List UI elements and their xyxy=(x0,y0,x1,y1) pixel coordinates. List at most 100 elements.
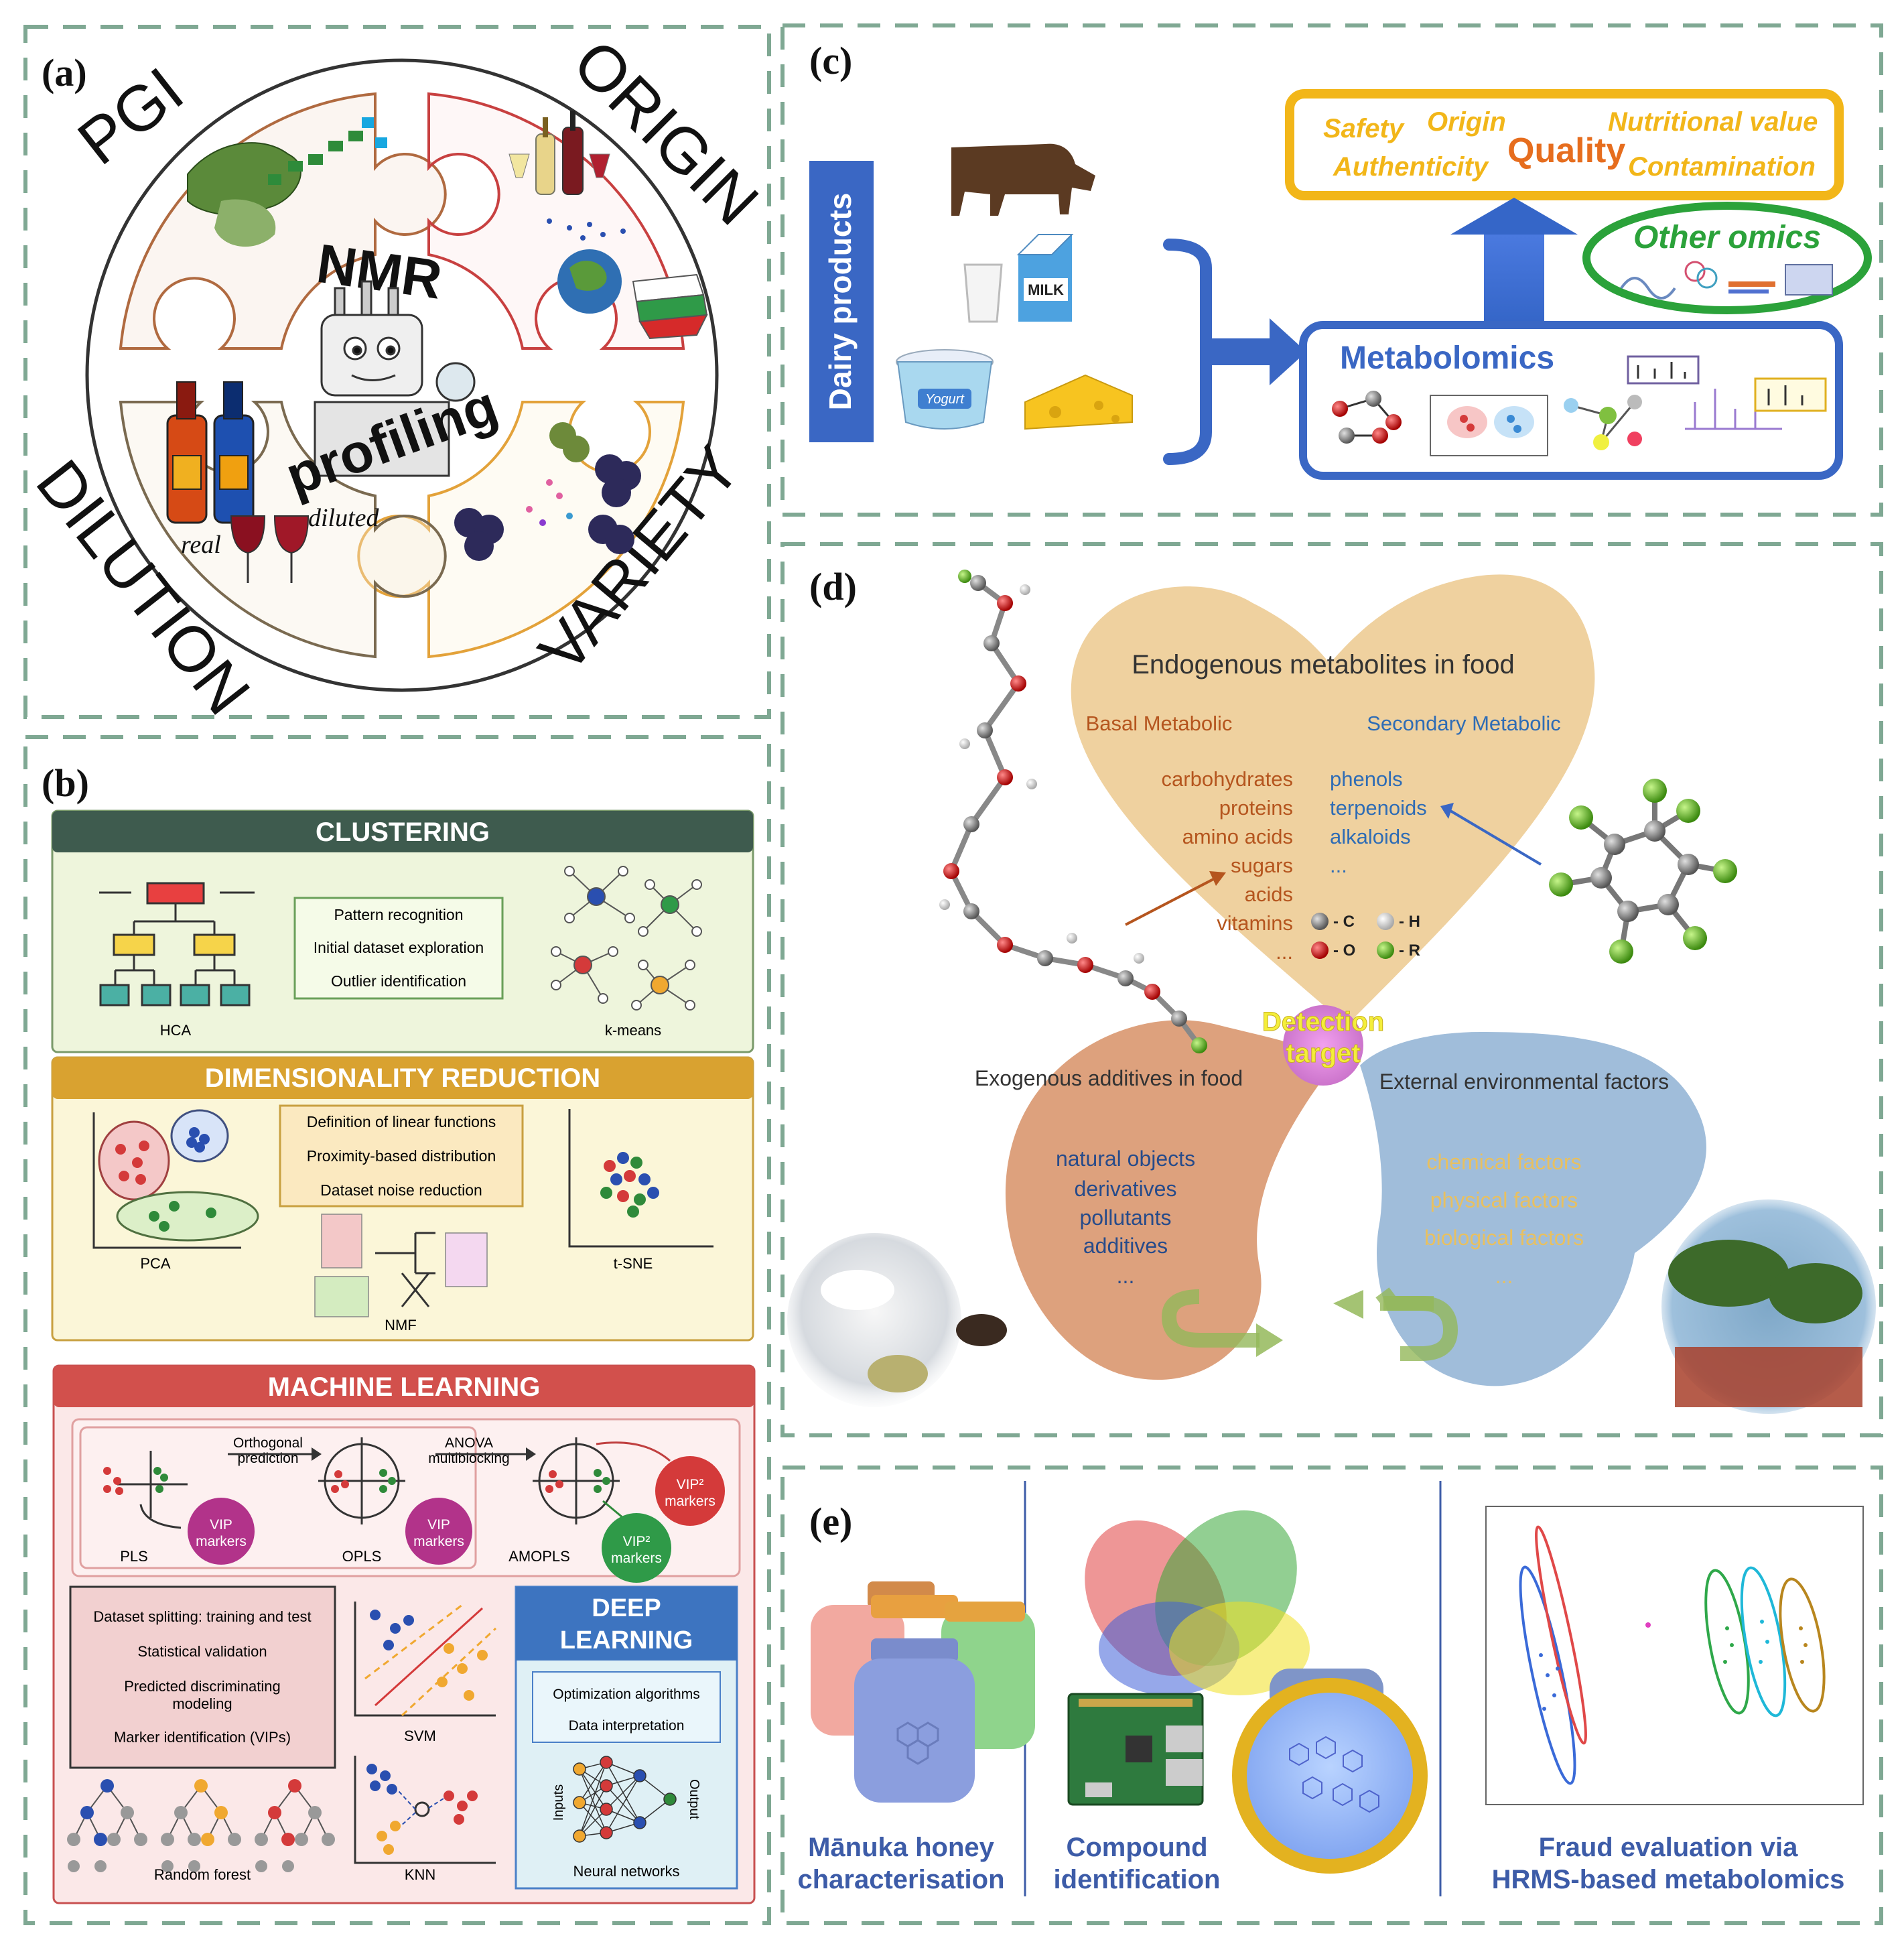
cow-icon xyxy=(951,143,1095,216)
panel-label-e: (e) xyxy=(809,1500,852,1543)
ml-item-3b: modeling xyxy=(172,1695,232,1712)
dim-item-3: Dataset noise reduction xyxy=(320,1181,482,1199)
endogenous-title: Endogenous metabolites in food xyxy=(1132,650,1515,679)
oligosaccharide-molecule-icon xyxy=(939,570,1207,1053)
basal-title: Basal Metabolic xyxy=(1086,712,1233,735)
anova-label: ANOVA xyxy=(445,1435,493,1451)
random-forest-icon xyxy=(67,1779,335,1872)
ml-item-1: Dataset splitting: training and test xyxy=(93,1608,311,1625)
pca-plot-icon xyxy=(92,1109,259,1249)
wine-bottles-icon xyxy=(508,111,610,195)
svm-plot-icon xyxy=(354,1602,497,1717)
panel-a-frame xyxy=(23,25,771,719)
exo-item-2: derivatives xyxy=(1075,1177,1177,1201)
metabolomics-icons xyxy=(1332,355,1827,456)
honey-jars-icon xyxy=(811,1581,1035,1803)
basal-item-5: acids xyxy=(1245,883,1293,906)
nmf-label: NMF xyxy=(385,1317,417,1333)
clustering-item-2: Initial dataset exploration xyxy=(314,939,484,956)
dim-item-1: Definition of linear functions xyxy=(307,1113,496,1130)
opls-vip: VIP xyxy=(427,1517,450,1533)
exogenous-shape xyxy=(1005,1020,1333,1380)
prediction-label: prediction xyxy=(237,1451,298,1466)
ext-item-1: chemical factors xyxy=(1426,1150,1581,1174)
neural-networks-label: Neural networks xyxy=(573,1863,680,1880)
clustering-title: CLUSTERING xyxy=(316,818,490,847)
legend-r: - R xyxy=(1399,941,1420,960)
fraud-line-1: Fraud evaluation via xyxy=(1539,1833,1799,1862)
endogenous-heart xyxy=(1071,574,1595,1025)
dilution-bottles-icon xyxy=(166,381,310,583)
exo-item-1: natural objects xyxy=(1056,1147,1195,1171)
panel-frames xyxy=(23,23,1883,1925)
panel-e: Mānuka honey characterisation xyxy=(797,1481,1864,1896)
exogenous-title: Exogenous additives in food xyxy=(975,1066,1243,1090)
fraud-line-2: HRMS-based metabolomics xyxy=(1492,1865,1845,1894)
manuka-line-2: characterisation xyxy=(797,1865,1004,1894)
dairy-products-bar xyxy=(809,161,874,442)
basal-item-2: proteins xyxy=(1219,796,1293,820)
target-label: target xyxy=(1286,1039,1360,1068)
ext-item-3: biological factors xyxy=(1424,1226,1584,1250)
kmeans-label: k-means xyxy=(605,1022,661,1039)
basal-item-3: amino acids xyxy=(1182,825,1293,848)
nmr-bars-icon xyxy=(268,131,363,185)
omics-icons xyxy=(1620,261,1833,300)
dl-item-2: Data interpretation xyxy=(569,1718,685,1734)
legend-c: - C xyxy=(1333,913,1355,931)
detection-target-circle xyxy=(1283,1005,1363,1086)
orthogonal-label: Orthogonal xyxy=(233,1435,303,1451)
knn-label: KNN xyxy=(405,1866,435,1883)
basal-item-7: ... xyxy=(1276,940,1293,964)
pls-vip: VIP xyxy=(210,1517,232,1533)
hca-dendrogram-icon xyxy=(99,882,255,1006)
exo-item-5: ... xyxy=(1117,1264,1135,1288)
panel-a: PGI ORIGIN DILUTION VARIETY xyxy=(22,26,772,728)
panel-c-frame xyxy=(780,23,1883,517)
metabolomics-label: Metabolomics xyxy=(1340,340,1554,376)
dl-title-1: DEEP xyxy=(592,1594,661,1622)
dairy-products-label: Dairy products xyxy=(823,193,858,411)
quality-origin: Origin xyxy=(1427,107,1506,137)
basal-item-6: vitamins xyxy=(1217,911,1293,935)
secondary-item-4: ... xyxy=(1330,854,1347,877)
basal-item-4: sugars xyxy=(1231,854,1293,877)
milk-glass-icon xyxy=(963,263,1003,323)
opls-label: OPLS xyxy=(342,1548,382,1565)
pls-markers: markers xyxy=(196,1534,247,1549)
clustering-item-1: Pattern recognition xyxy=(334,906,463,923)
pca-label: PCA xyxy=(140,1255,171,1272)
panel-d-frame xyxy=(780,542,1883,1437)
magnifier-icon xyxy=(1232,1669,1428,1874)
multiblocking-label: multiblocking xyxy=(428,1451,509,1466)
other-omics-label: Other omics xyxy=(1633,220,1821,255)
atom-legend xyxy=(1311,913,1394,959)
ml-title: MACHINE LEARNING xyxy=(268,1372,541,1402)
tsne-plot-icon xyxy=(568,1109,713,1248)
milk-label: MILK xyxy=(1028,281,1064,298)
manuka-line-1: Mānuka honey xyxy=(808,1833,995,1862)
amopls-markers-red: markers xyxy=(665,1494,716,1509)
exo-item-3: pollutants xyxy=(1080,1206,1172,1230)
panel-label-b: (b) xyxy=(42,761,89,805)
region-map-icon-2 xyxy=(214,199,276,247)
kmeans-network-icon xyxy=(551,866,702,1011)
panel-c: Dairy products MILK Yogurt Saf xyxy=(809,89,1872,480)
panel-b-frame xyxy=(23,735,771,1925)
secondary-item-2: terpenoids xyxy=(1330,796,1427,820)
compound-line-1: Compound xyxy=(1066,1833,1207,1862)
ml-item-4: Marker identification (VIPs) xyxy=(114,1729,291,1746)
pls-label: PLS xyxy=(120,1548,148,1565)
quality-center: Quality xyxy=(1507,131,1625,170)
cycle-arrows-icon xyxy=(1161,1287,1458,1361)
tsne-label: t-SNE xyxy=(614,1255,653,1272)
panel-label-a: (a) xyxy=(42,51,87,94)
basal-item-1: carbohydrates xyxy=(1162,767,1293,791)
quality-safety: Safety xyxy=(1323,114,1405,143)
amopls-vip2-red: VIP² xyxy=(677,1477,704,1492)
knn-plot-icon xyxy=(354,1756,496,1864)
scores-plot-icon xyxy=(1485,1506,1864,1805)
legend-o: - O xyxy=(1333,941,1355,960)
external-shape xyxy=(1360,1032,1706,1386)
